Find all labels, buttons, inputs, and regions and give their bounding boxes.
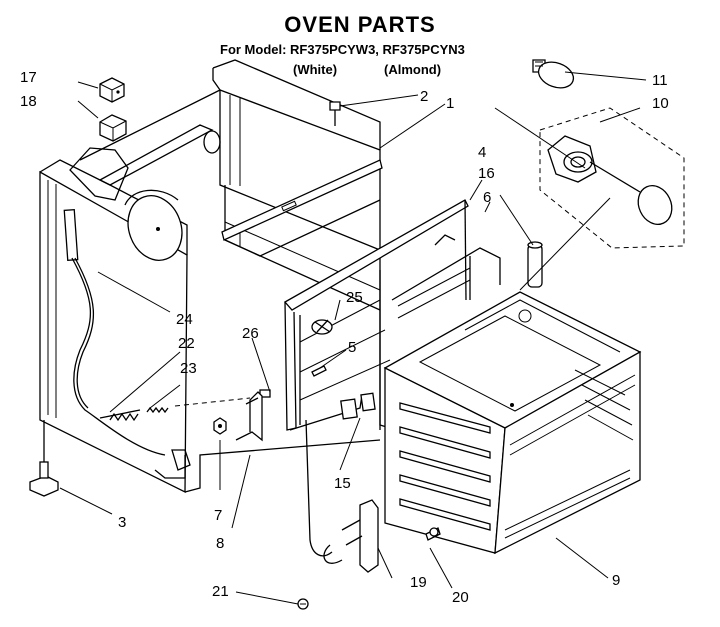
callout-21: 21 <box>212 583 229 600</box>
variant-white: (White) <box>293 62 338 77</box>
page-title: OVEN PARTS <box>284 12 436 37</box>
callout-2: 2 <box>420 88 428 105</box>
callout-9: 9 <box>612 572 620 589</box>
callout-24: 24 <box>176 311 193 328</box>
part-5-screw <box>311 365 327 377</box>
model-numbers: For Model: RF375PCYW3, RF375PCYN3 <box>220 42 465 57</box>
callout-3: 3 <box>118 514 126 531</box>
part-18-bracket <box>99 114 127 142</box>
callout-26: 26 <box>242 325 259 342</box>
part-6-rack-support <box>391 234 501 319</box>
burner-plate <box>124 189 183 261</box>
part-11-light-bulb <box>532 59 575 89</box>
part-10-light-assembly <box>539 107 685 249</box>
part-9-oven-cavity <box>383 291 642 555</box>
callout-20: 20 <box>452 589 469 606</box>
callout-16: 16 <box>478 165 495 182</box>
callout-22: 22 <box>178 335 195 352</box>
callout-11: 11 <box>652 72 668 89</box>
callout-25: 25 <box>346 289 363 306</box>
part-20-screw <box>425 527 441 541</box>
callout-15: 15 <box>334 475 351 492</box>
part-22-spring <box>99 409 141 422</box>
part-3-leveling-leg <box>29 420 59 497</box>
leader-lines <box>59 71 647 605</box>
part-4-front-frame <box>283 199 469 431</box>
callout-18: 18 <box>20 93 37 110</box>
callout-4: 4 <box>478 144 486 161</box>
callout-17: 17 <box>20 69 37 86</box>
part-17-bracket <box>99 77 125 103</box>
part-8-bracket <box>235 391 263 442</box>
callout-8: 8 <box>216 535 224 552</box>
callout-23: 23 <box>180 360 197 377</box>
part-7-nut <box>213 417 227 435</box>
variant-almond: (Almond) <box>384 62 442 77</box>
part-21-clip <box>297 598 309 610</box>
part-24-wire-harness <box>63 209 191 471</box>
callout-5: 5 <box>348 339 356 356</box>
part-23-spring <box>146 406 169 414</box>
callout-1: 1 <box>446 95 454 112</box>
part-19-latch <box>323 499 379 573</box>
callout-7: 7 <box>214 507 222 524</box>
part-2-screw <box>329 101 341 126</box>
callout-19: 19 <box>410 574 427 591</box>
part-25-igniter <box>311 319 333 335</box>
callout-6: 6 <box>483 189 491 206</box>
callout-10: 10 <box>652 95 669 112</box>
